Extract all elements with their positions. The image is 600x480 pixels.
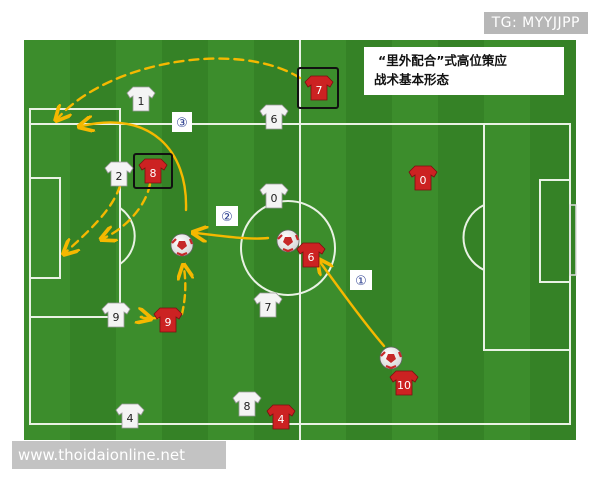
red-player-7: 7 (304, 75, 334, 101)
left-penalty-arc (119, 207, 136, 265)
balls (170, 229, 403, 370)
red-player-number: 10 (397, 379, 411, 392)
white-player-number: 2 (116, 170, 123, 183)
pass-arrow-1 (320, 262, 386, 348)
red-player-0: 0 (408, 165, 438, 191)
step-3-label: ③ (176, 116, 188, 131)
red-player-8: 8 (138, 158, 168, 184)
red-player-9: 9 (153, 307, 183, 333)
right-goal (569, 204, 577, 276)
red-player-number: 8 (150, 167, 157, 180)
white-player-number: 4 (127, 412, 134, 425)
run-arrow-2 (66, 184, 122, 252)
red-player-number: 7 (316, 84, 323, 97)
red-player-number: 9 (165, 316, 172, 329)
red-player-6: 6 (296, 242, 326, 268)
white-player-7: 7 (253, 292, 283, 318)
white-player-number: 8 (244, 400, 251, 413)
ball-icon (170, 233, 194, 257)
highlight-red-8 (133, 153, 173, 189)
grass-stripe (530, 40, 576, 440)
pass-arrow-3 (82, 122, 188, 212)
watermark-top: TG: MYYJJPP (483, 12, 588, 34)
ball-icon (276, 229, 300, 253)
players: 7 8 0 6 9 10 4 1 (101, 75, 438, 430)
grass-stripe (438, 40, 484, 440)
left-goal-area (29, 177, 61, 279)
step-markers: ③ ② ① (172, 112, 372, 290)
red-player-4: 4 (266, 404, 296, 430)
white-player-4: 4 (115, 403, 145, 429)
pass-arrow-2 (196, 233, 270, 239)
white-player-number: 9 (113, 311, 120, 324)
white-player-1: 1 (126, 86, 156, 112)
red-player-number: 4 (278, 413, 285, 426)
red-player-10: 10 (389, 370, 419, 396)
white-player-number: 7 (265, 301, 272, 314)
white-player-number: 6 (271, 113, 278, 126)
title-line-2: 战术基本形态 (374, 72, 450, 87)
ball-icon (379, 346, 403, 370)
arrows (58, 57, 386, 348)
highlight-red-7 (297, 67, 339, 109)
run-arrow-top (58, 57, 302, 118)
run-arrow-9 (182, 268, 185, 316)
grass-stripe (346, 40, 392, 440)
white-player-0: 0 (259, 183, 289, 209)
diagram-title: “里外配合”式高位策应 战术基本形态 (364, 47, 564, 95)
white-player-number: 1 (138, 95, 145, 108)
highlight-boxes (133, 67, 339, 189)
watermark-bottom: www.thoidaionline.net (12, 441, 226, 469)
pitch-lines (29, 40, 577, 440)
white-player-8: 8 (232, 391, 262, 417)
red-player-number: 0 (420, 174, 427, 187)
center-circle (240, 200, 336, 296)
step-1-label: ① (355, 274, 367, 289)
run-arrow-8 (104, 182, 152, 238)
white-player-2: 2 (104, 161, 134, 187)
step-2-label: ② (221, 210, 233, 225)
white-player-number: 0 (271, 192, 278, 205)
right-penalty-arc (462, 204, 485, 271)
red-player-number: 6 (308, 251, 315, 264)
white-player-9: 9 (101, 302, 131, 328)
title-line-1: “里外配合”式高位策应 (378, 53, 507, 68)
white-player-6: 6 (259, 104, 289, 130)
